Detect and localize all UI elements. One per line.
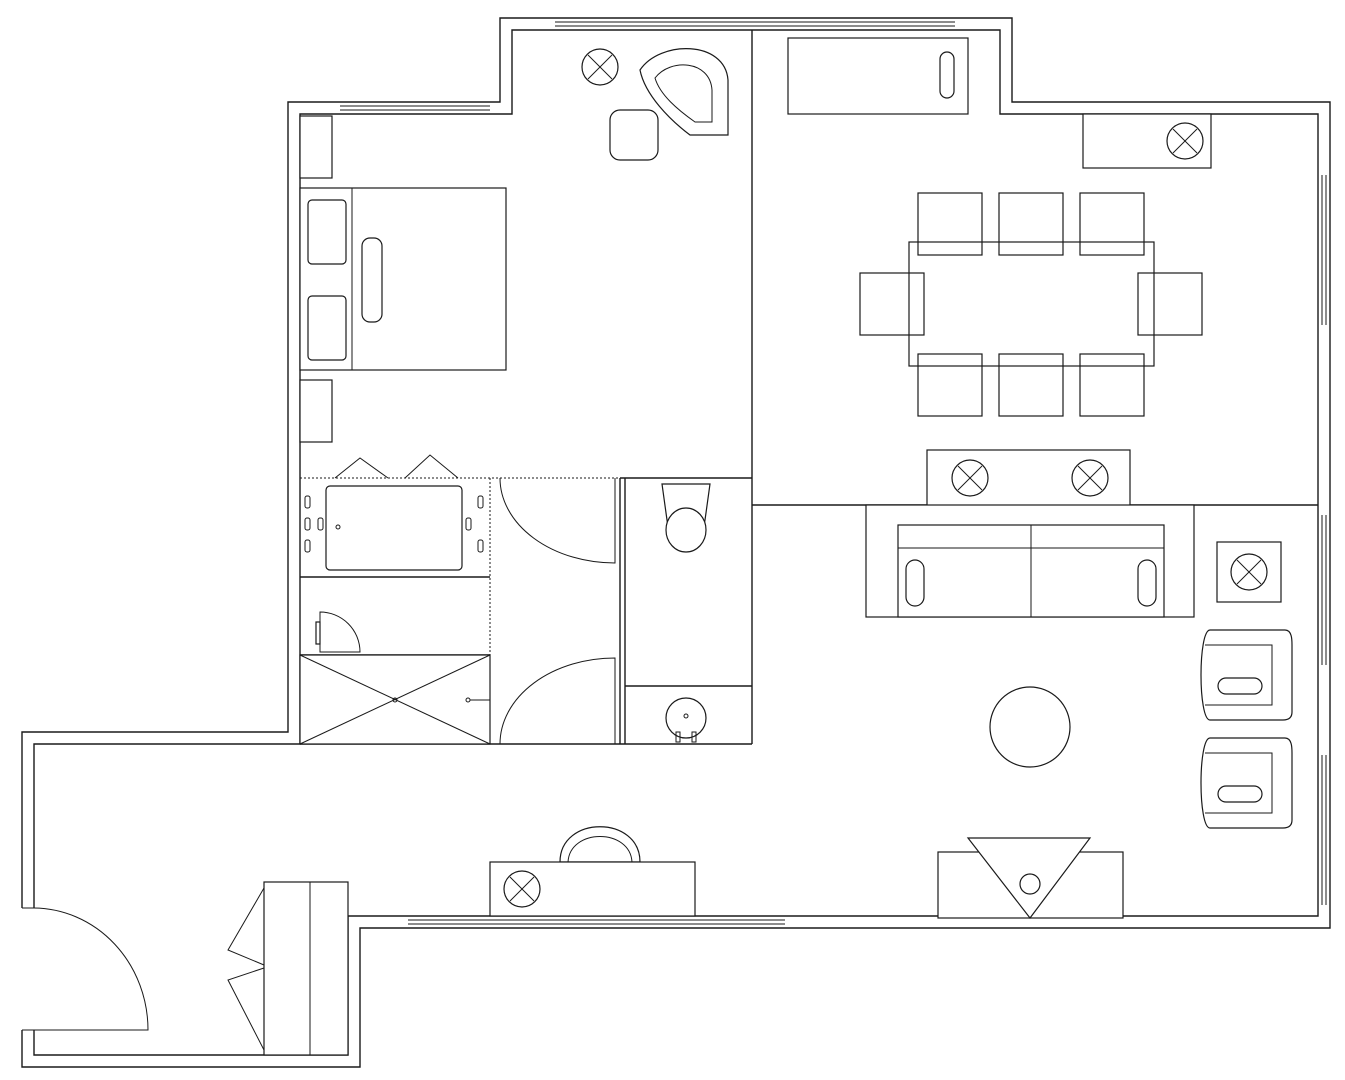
sofa — [865, 504, 1195, 618]
floor-lamp — [1216, 541, 1282, 603]
chair — [998, 353, 1064, 417]
closet-door[interactable] — [319, 611, 361, 653]
console-with-lamps — [926, 449, 1131, 507]
bed — [299, 187, 507, 371]
toilet — [661, 483, 711, 553]
pillow — [307, 199, 347, 265]
chair — [1079, 353, 1145, 417]
tv-cabinet — [937, 837, 1124, 919]
pillow — [307, 295, 347, 361]
bathroom-door[interactable] — [499, 477, 616, 564]
ottoman — [609, 109, 659, 161]
closet-handle — [315, 621, 321, 645]
dining-table — [908, 241, 1155, 367]
chair — [917, 192, 983, 256]
chair — [859, 272, 925, 336]
bolster — [361, 237, 383, 323]
entry-door-opening — [20, 908, 36, 1030]
sink — [665, 697, 707, 743]
coffee-table — [989, 686, 1071, 768]
chair — [917, 353, 983, 417]
armchair — [1200, 629, 1293, 721]
desk — [489, 826, 696, 917]
side-table-lamp — [1082, 113, 1212, 169]
nightstand — [299, 379, 333, 443]
chair — [1079, 192, 1145, 256]
sideboard — [787, 37, 969, 115]
armchair — [1200, 737, 1293, 829]
dining-set — [859, 192, 1203, 417]
chair — [1137, 272, 1203, 336]
armchair — [639, 48, 729, 136]
entry-door[interactable] — [33, 907, 149, 1031]
toilet-door[interactable] — [499, 657, 616, 745]
wardrobe — [227, 881, 349, 1056]
drawer-flap — [334, 454, 459, 479]
windows — [340, 21, 1327, 925]
bathtub — [304, 485, 484, 571]
nightstand — [299, 115, 333, 179]
shower — [299, 654, 491, 745]
outer-wall-exterior — [21, 17, 1331, 1068]
floor-lamp — [581, 48, 619, 86]
chair — [998, 192, 1064, 256]
